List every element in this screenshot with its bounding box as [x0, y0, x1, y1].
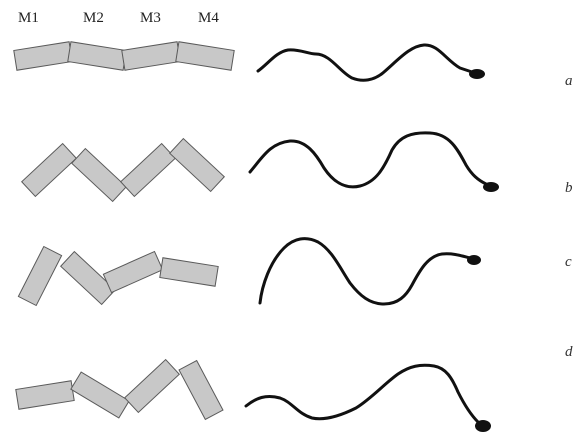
row-label-d: d — [565, 344, 573, 360]
segment-m1 — [15, 380, 75, 410]
segment-label-m2: M2 — [83, 10, 104, 26]
segment-m3 — [119, 142, 177, 198]
row-c: c — [17, 237, 572, 307]
segment-m4 — [178, 359, 224, 421]
segment-label-m4: M4 — [198, 10, 219, 26]
segment-m2 — [67, 41, 127, 71]
row-b: b — [20, 131, 573, 203]
waveform-b — [248, 131, 488, 189]
waveform-a — [256, 43, 474, 82]
segment-m4 — [168, 137, 226, 193]
waveform-head-c — [467, 255, 481, 265]
waveform-head-d — [475, 420, 491, 432]
row-d: d — [15, 344, 573, 432]
segment-chain-c — [17, 245, 219, 307]
segment-m2 — [70, 147, 128, 203]
waveform-head-a — [469, 69, 485, 79]
segment-m4 — [159, 257, 219, 287]
segment-m3 — [121, 41, 181, 71]
row-label-b: b — [565, 180, 573, 196]
segment-chain-d — [15, 358, 224, 421]
segment-m2 — [70, 371, 130, 419]
waveform-d — [244, 363, 480, 424]
segment-m4 — [175, 41, 235, 71]
segment-m1 — [13, 41, 73, 71]
segment-m2 — [59, 250, 117, 306]
segment-label-m1: M1 — [18, 10, 39, 26]
row-a: a — [13, 41, 573, 89]
segment-chain-b — [20, 137, 226, 203]
segment-m3 — [102, 250, 164, 294]
segment-chain-a — [13, 41, 235, 71]
segment-label-m3: M3 — [140, 10, 161, 26]
segment-m3 — [123, 358, 181, 414]
row-label-a: a — [565, 73, 573, 89]
waveform-head-b — [483, 182, 499, 192]
row-label-c: c — [565, 254, 572, 270]
segment-m1 — [17, 245, 63, 307]
waveform-c — [258, 237, 472, 306]
segment-m1 — [20, 142, 78, 198]
